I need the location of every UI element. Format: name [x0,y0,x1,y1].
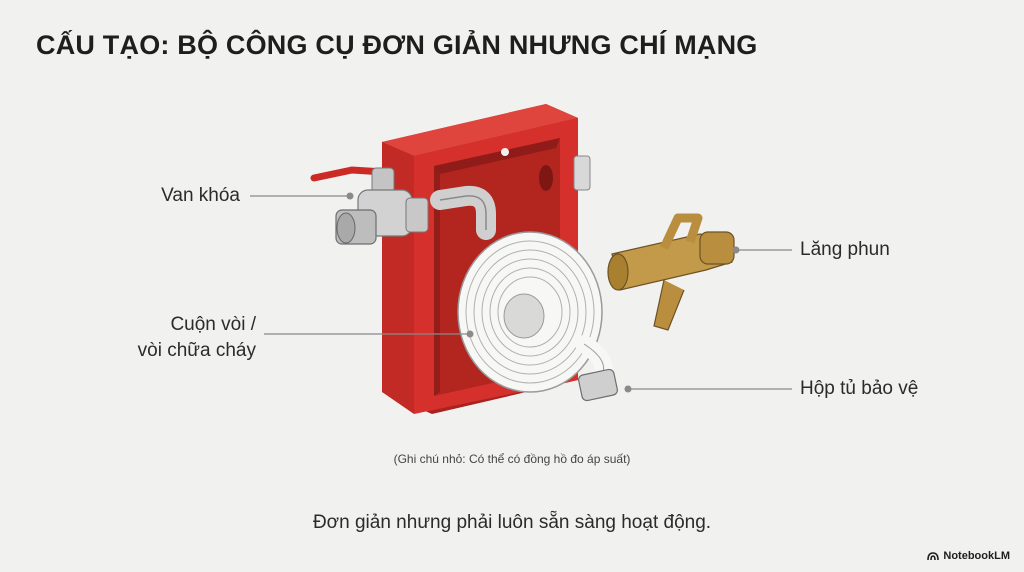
brand-logo: NotebookLM [927,550,1010,562]
hose-reel-illustration [457,231,618,402]
page-title: CẤU TẠO: BỘ CÔNG CỤ ĐƠN GIẢN NHƯNG CHÍ M… [36,30,758,60]
label-cabinet: Hộp tủ bảo vệ [800,378,919,399]
footer-caption: Đơn giản nhưng phải luôn sẵn sàng hoạt đ… [312,512,712,533]
label-nozzle: Lăng phun [800,239,890,260]
label-hose-reel-line1: Cuộn vòi / [170,314,256,335]
small-note: (Ghi chú nhỏ: Có thể có đồng hồ đo áp su… [393,452,631,466]
label-hose-reel: Cuộn vòi / vòi chữa cháy [60,312,256,364]
label-valve: Van khóa [161,185,240,206]
brand-name: NotebookLM [943,550,1010,562]
inner-pipe-illustration [430,185,496,240]
leader-lines [250,192,792,393]
nozzle-illustration [607,213,735,331]
label-hose-reel-line2: vòi chữa cháy [137,340,256,361]
valve-illustration [310,166,429,245]
notebooklm-icon [927,551,940,560]
